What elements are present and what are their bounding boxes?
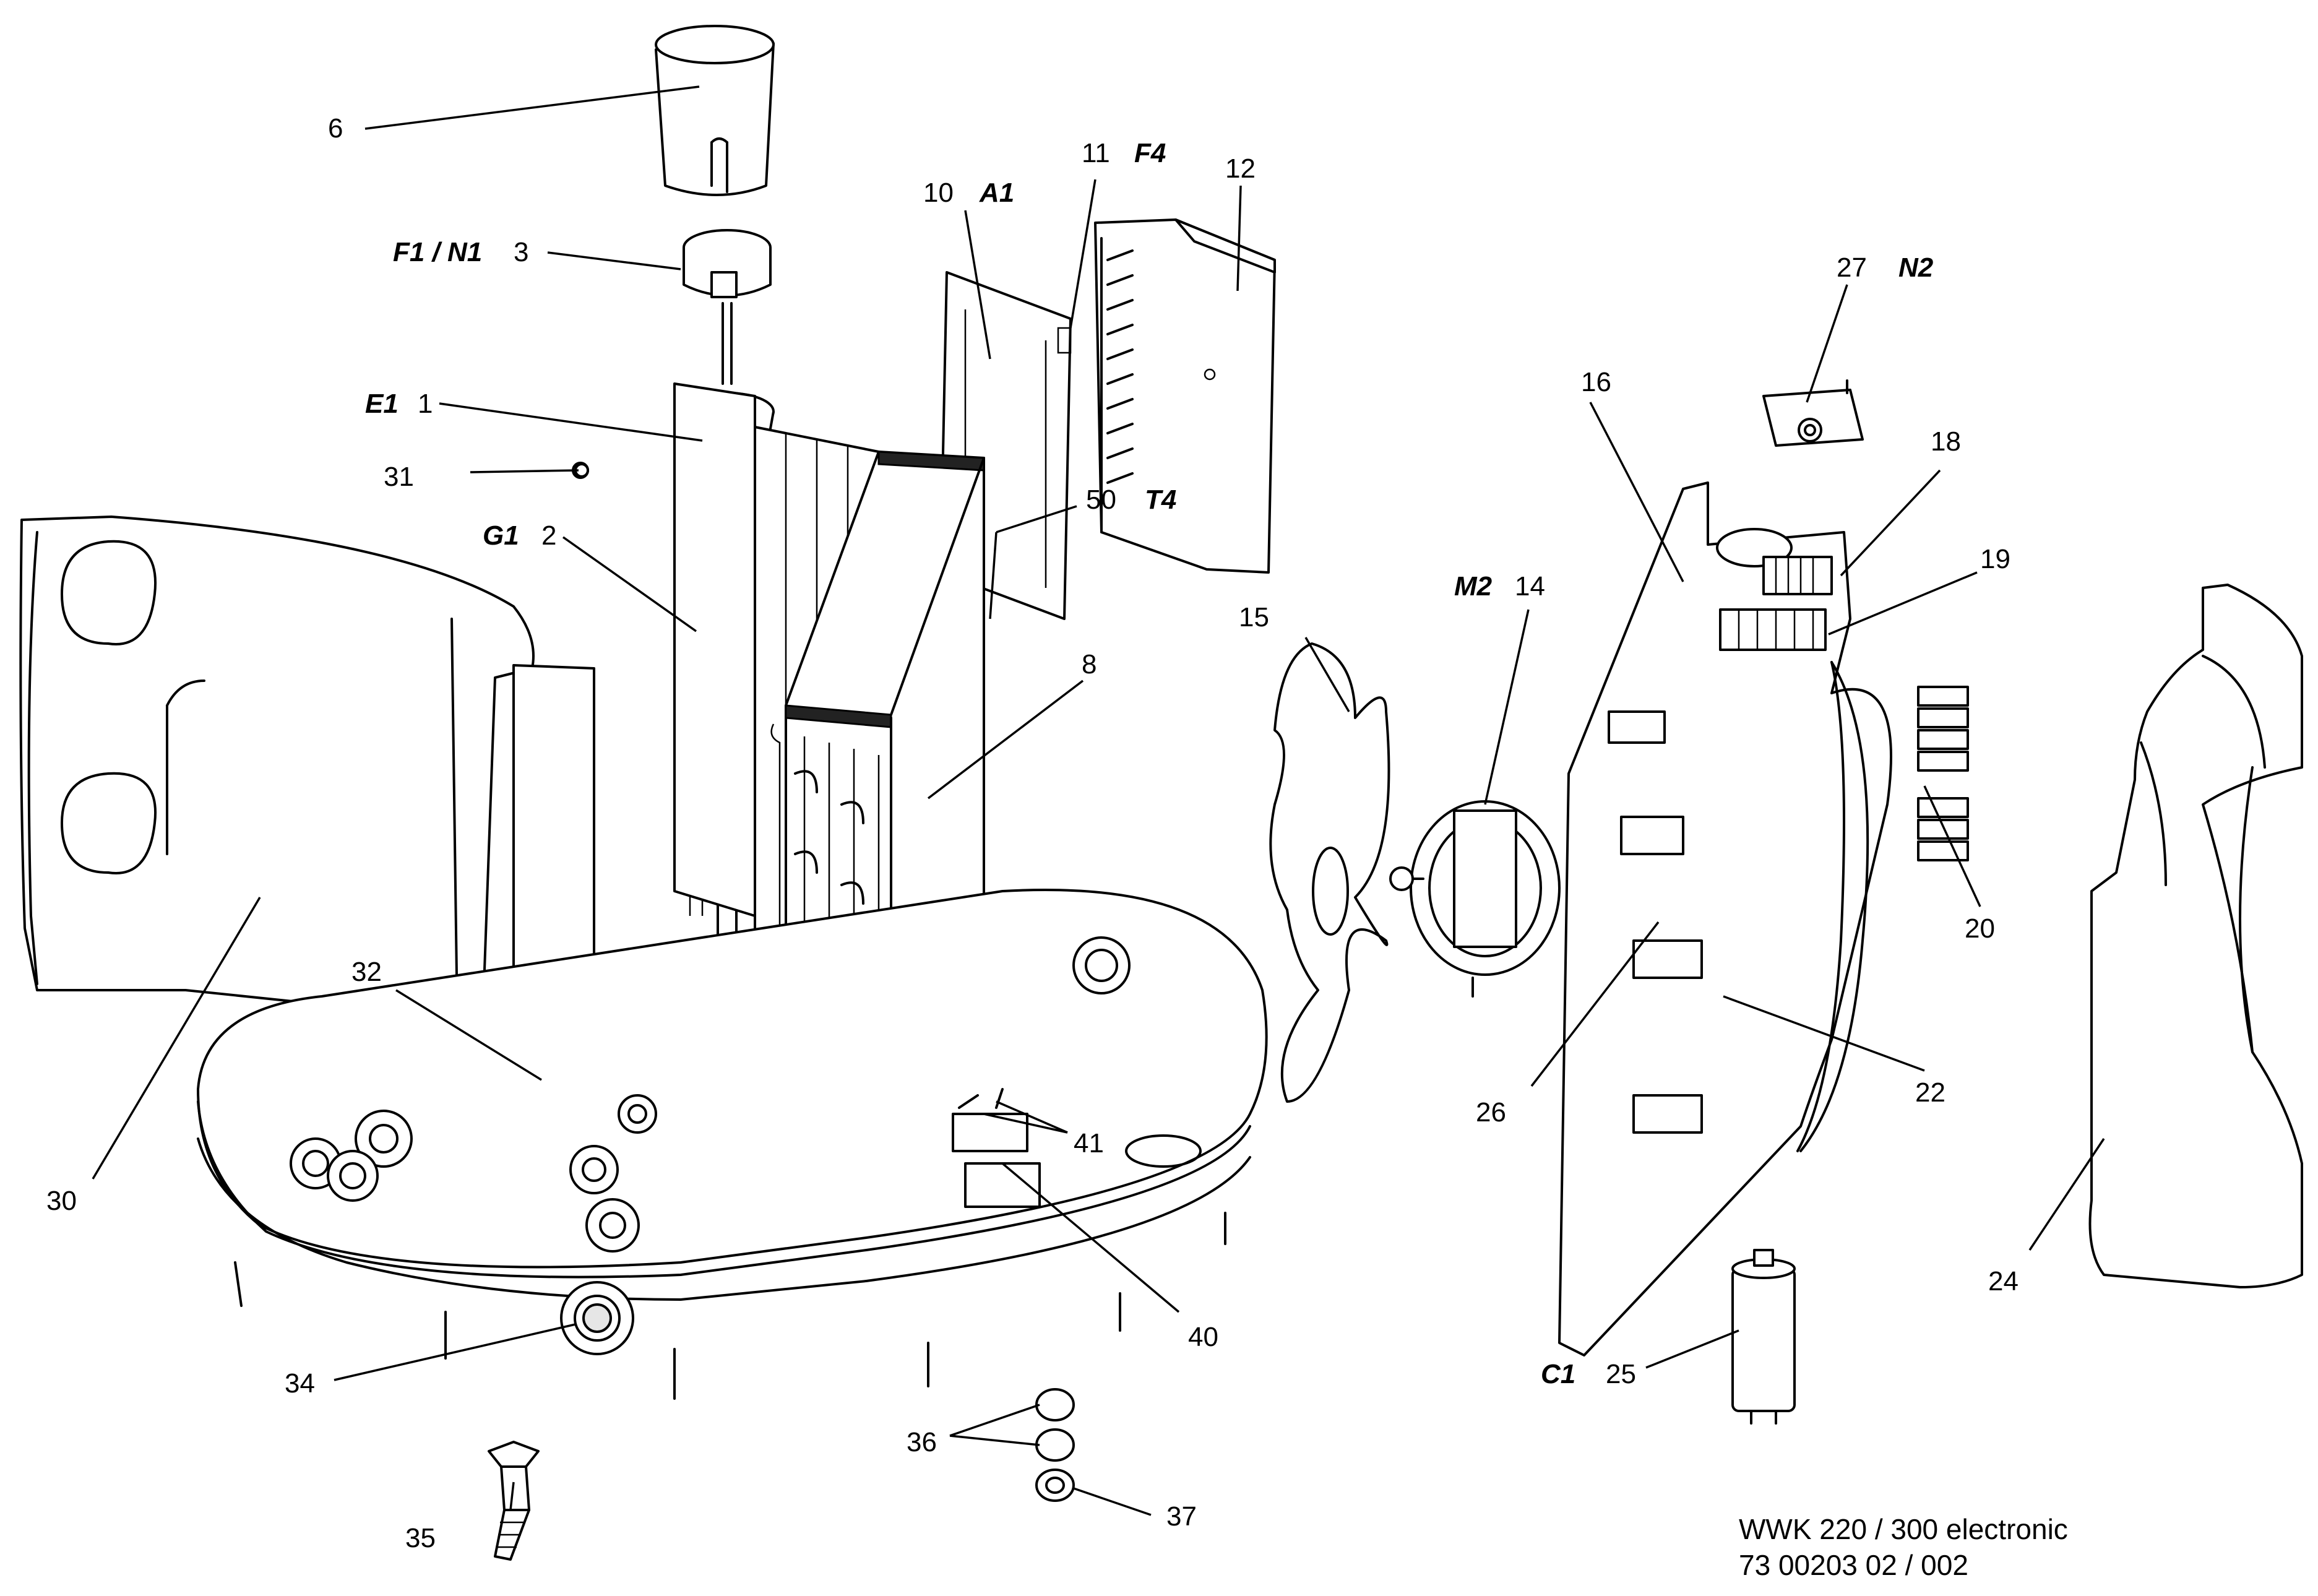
designation-m2: M2 — [1454, 571, 1493, 602]
callout-32: 32 — [351, 957, 382, 987]
housing-terminal-strips-part — [1719, 556, 1833, 651]
callout-41: 41 — [1074, 1128, 1104, 1158]
document-number: 73 00203 02 / 002 — [1739, 1549, 1968, 1581]
callout-34: 34 — [285, 1368, 315, 1399]
callout-31: 31 — [384, 462, 414, 492]
terminal-blocks-part — [1917, 686, 1969, 861]
callout-19: 19 — [1980, 544, 2010, 574]
designation-f4: F4 — [1134, 138, 1166, 168]
callout-3: 3 — [514, 237, 528, 267]
designation-f1-n1: F1 / N1 — [393, 237, 482, 267]
fan-propeller-part — [1269, 642, 1390, 1103]
callout-50: 50 — [1086, 485, 1116, 515]
callout-36: 36 — [907, 1427, 937, 1457]
front-cover-part — [2088, 584, 2303, 1288]
designation-n2: N2 — [1898, 252, 1934, 283]
callout-14: 14 — [1515, 571, 1545, 602]
condensate-outlet-part — [560, 1281, 634, 1355]
fan-housing-part — [1558, 481, 1892, 1357]
callout-11: 11 — [1082, 138, 1110, 168]
drawing-footer: WWK 220 / 300 electronic 73 00203 02 / 0… — [1739, 1513, 2068, 1581]
designation-codes: F1 / N1 E1 G1 A1 F4 T4 M2 N2 C1 — [365, 138, 1934, 1389]
callout-35: 35 — [405, 1523, 436, 1553]
designation-e1: E1 — [365, 389, 399, 419]
pressure-switch-part — [1762, 379, 1864, 447]
callout-26: 26 — [1476, 1097, 1506, 1128]
callout-numbers: 6 3 1 2 10 11 12 8 50 15 14 16 27 18 19 … — [46, 113, 2019, 1553]
callout-20: 20 — [1965, 913, 1995, 944]
callout-18: 18 — [1931, 426, 1961, 457]
callout-40: 40 — [1188, 1322, 1218, 1352]
designation-c1: C1 — [1541, 1359, 1575, 1389]
callout-16: 16 — [1581, 367, 1611, 397]
callout-8: 8 — [1082, 649, 1097, 679]
callout-6: 6 — [328, 113, 343, 144]
callout-2: 2 — [541, 520, 556, 551]
callout-25: 25 — [1606, 1359, 1636, 1389]
callout-24: 24 — [1988, 1266, 2019, 1296]
grommets-part — [1035, 1388, 1075, 1502]
callout-1: 1 — [418, 389, 433, 419]
leader-lines — [92, 85, 2105, 1516]
top-cap-part — [655, 25, 775, 196]
callout-27: 27 — [1837, 252, 1867, 283]
designation-a1: A1 — [979, 178, 1014, 208]
callout-30: 30 — [46, 1186, 77, 1216]
designation-t4: T4 — [1145, 485, 1176, 515]
callout-22: 22 — [1915, 1077, 1945, 1108]
callout-15: 15 — [1239, 602, 1269, 632]
designation-g1: G1 — [483, 520, 519, 551]
callout-10: 10 — [923, 178, 954, 208]
thermostat-part — [683, 229, 772, 385]
fan-motor-part — [1389, 800, 1561, 998]
capacitor-part — [1731, 1249, 1796, 1425]
callout-12: 12 — [1225, 153, 1256, 184]
electronics-box-part — [1094, 218, 1276, 574]
hose-connector-part — [488, 1441, 540, 1561]
callout-37: 37 — [1166, 1501, 1197, 1532]
model-designation: WWK 220 / 300 electronic — [1739, 1513, 2068, 1545]
